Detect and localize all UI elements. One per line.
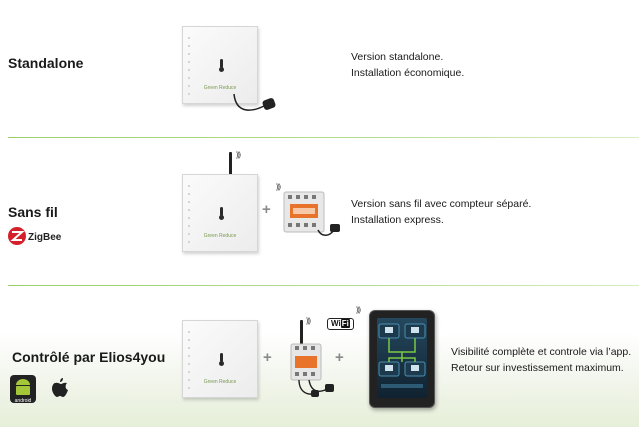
elios4you-module — [290, 343, 334, 397]
android-icon: android — [10, 375, 36, 404]
antenna — [300, 320, 303, 346]
energy-meter — [283, 191, 340, 236]
signal-waves-icon: ))) — [236, 152, 241, 159]
plus-icon: + — [262, 201, 271, 218]
device-logo: Green Reduce — [203, 379, 237, 385]
row-desc-elios4you: Visibilité complète et controle via l’ap… — [451, 344, 631, 376]
separator-line — [8, 285, 639, 286]
app-dashboard — [378, 323, 426, 388]
vent-dots — [188, 37, 192, 101]
desc-line: Installation express. — [351, 214, 444, 226]
row-title-elios4you: Contrôlé par Elios4you — [12, 349, 166, 365]
thermometer-icon — [219, 58, 224, 72]
signal-waves-icon: ))) — [306, 318, 311, 325]
wifi-logo: WiFi — [327, 318, 354, 330]
green-reduce-device-elios: Green Reduce — [182, 320, 258, 398]
svg-text:android: android — [15, 398, 32, 404]
tablet-screen — [377, 318, 427, 398]
current-clamp-cable — [233, 93, 276, 111]
desc-line: Installation économique. — [351, 67, 465, 79]
vent-dots — [188, 185, 192, 249]
green-reduce-device-wireless: Green Reduce — [182, 174, 258, 252]
row-desc-standalone: Version standalone. Installation économi… — [351, 49, 464, 81]
signal-waves-icon: ))) — [356, 307, 361, 314]
row-desc-sans-fil: Version sans fil avec compteur séparé. I… — [351, 196, 531, 228]
plus-icon: + — [263, 349, 272, 366]
desc-line: Retour sur investissement maximum. — [451, 362, 624, 374]
desc-line: Visibilité complète et controle via l’ap… — [451, 346, 632, 358]
wifi-fi: Fi — [340, 319, 350, 328]
device-logo: Green Reduce — [203, 85, 237, 91]
thermometer-icon — [219, 206, 224, 220]
green-reduce-device: Green Reduce — [182, 26, 258, 104]
desc-line: Version standalone. — [351, 51, 444, 63]
antenna — [229, 152, 232, 176]
desc-line: Version sans fil avec compteur séparé. — [351, 198, 532, 210]
zigbee-logo: ZigBee — [8, 227, 62, 245]
signal-waves-icon: ))) — [276, 184, 281, 191]
tablet-app — [369, 310, 435, 408]
separator-line — [8, 137, 639, 138]
svg-text:ZigBee: ZigBee — [28, 232, 62, 243]
wifi-wi: Wi — [331, 319, 341, 328]
os-icons: android — [10, 375, 68, 404]
thermometer-icon — [219, 352, 224, 366]
apple-icon — [52, 378, 68, 397]
plus-icon: + — [335, 349, 344, 366]
device-logo: Green Reduce — [203, 233, 237, 239]
row-title-standalone: Standalone — [8, 55, 84, 71]
vent-dots — [188, 331, 192, 395]
row-title-sans-fil: Sans fil — [8, 204, 58, 220]
